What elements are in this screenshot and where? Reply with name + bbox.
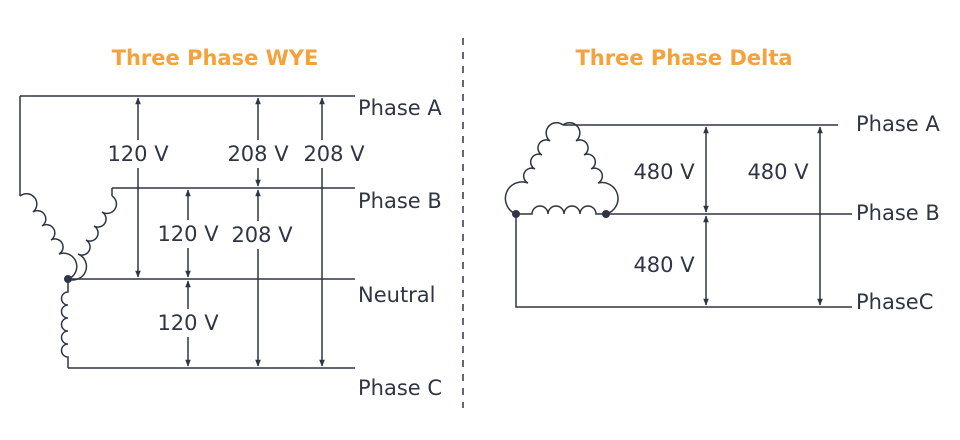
wye-label-a-neutral: 120 V xyxy=(107,142,169,166)
wye-coil-b xyxy=(67,195,118,281)
wye-label-phase-b: Phase B xyxy=(358,189,442,213)
wye-diagram: Three Phase WYE 120 V 120 V 120 V 208 V … xyxy=(19,46,442,400)
wye-neutral-node xyxy=(64,275,72,283)
delta-diagram: Three Phase Delta 480 V 480 V 480 V Phas… xyxy=(504,46,940,314)
delta-node-left xyxy=(512,210,520,218)
delta-label-phase-c: PhaseC xyxy=(856,290,933,314)
wye-label-a-b: 208 V xyxy=(227,142,289,166)
wye-label-neutral: Neutral xyxy=(358,283,436,307)
wye-label-b-c: 208 V xyxy=(231,223,293,247)
wye-coil-c xyxy=(60,279,69,368)
wye-label-b-neutral: 120 V xyxy=(157,222,219,246)
wye-label-neutral-c: 120 V xyxy=(157,311,219,335)
wye-label-phase-c: Phase C xyxy=(358,376,442,400)
wye-label-phase-a: Phase A xyxy=(358,96,442,120)
delta-coil-bc xyxy=(516,205,606,215)
delta-label-phase-a: Phase A xyxy=(856,112,940,136)
wye-title: Three Phase WYE xyxy=(112,46,319,70)
delta-title: Three Phase Delta xyxy=(575,46,792,70)
delta-label-a-c: 480 V xyxy=(747,160,809,184)
wye-coil-a xyxy=(19,192,78,280)
wye-label-a-c: 208 V xyxy=(303,142,365,166)
delta-label-phase-b: Phase B xyxy=(856,201,940,225)
delta-coil-ab xyxy=(562,121,619,215)
delta-node-right xyxy=(602,210,610,218)
delta-label-b-c: 480 V xyxy=(633,253,695,277)
delta-phase-c-line xyxy=(515,214,852,308)
delta-label-a-b: 480 V xyxy=(633,160,695,184)
delta-coil-ca xyxy=(504,121,564,215)
